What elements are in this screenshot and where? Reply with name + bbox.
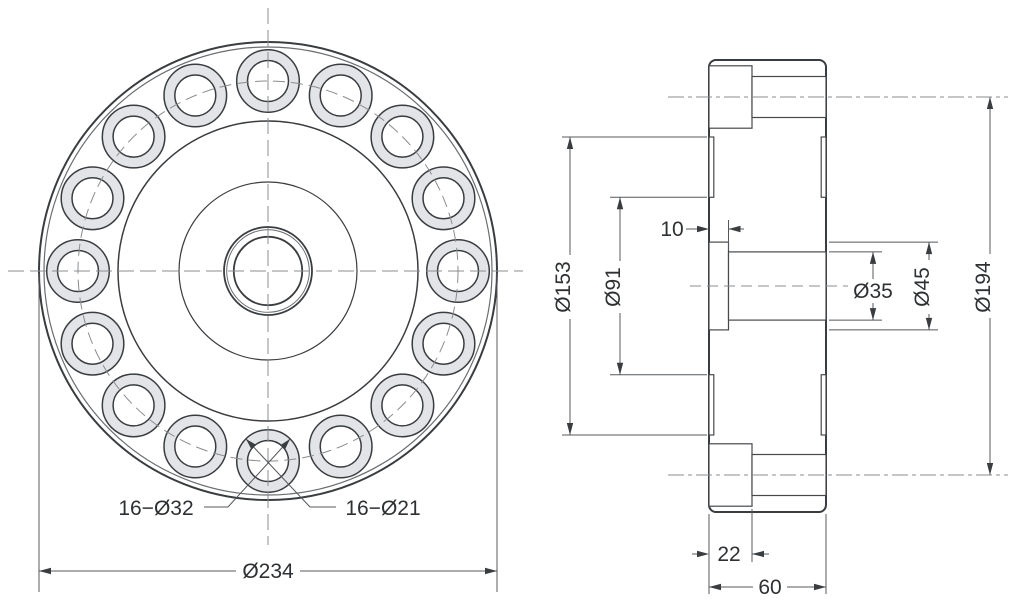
- bolt-hole: [308, 63, 373, 128]
- bore-recess-diameter-label: Ø45: [911, 267, 934, 307]
- dim-recess-depth: 10: [660, 218, 744, 250]
- face-recess-strip: [820, 374, 827, 436]
- dim-boss-diameter: Ø153: [552, 136, 707, 436]
- bolt-holes: [45, 48, 491, 494]
- recess-depth-label: 10: [660, 218, 683, 241]
- dimensions: Ø234 16−Ø32 16−Ø21 Ø153: [38, 97, 995, 599]
- dim-bolt-hole-leader: 16−Ø21: [245, 438, 421, 520]
- bolt-counterbore-label: 16−Ø32: [118, 497, 193, 520]
- dim-boss-inner-diameter: Ø91: [602, 196, 707, 376]
- dim-overall-width: 60: [709, 514, 827, 599]
- overall-width-label: 60: [758, 576, 781, 599]
- outer-diameter-label: Ø234: [242, 560, 294, 583]
- flange-thickness-label: 22: [717, 543, 740, 566]
- bore-diameter-label: Ø35: [853, 280, 893, 303]
- boss-diameter-label: Ø153: [552, 261, 575, 312]
- dim-bore-recess-diameter: Ø45: [829, 241, 938, 331]
- face-recess-strip: [708, 136, 715, 198]
- bolt-hole-label: 16−Ø21: [345, 497, 420, 520]
- dim-bolt-circle-diameter: Ø194: [972, 97, 995, 475]
- bolt-circle-diameter-label: Ø194: [972, 261, 995, 313]
- front-view: [8, 8, 523, 545]
- side-view-section: [668, 59, 1008, 513]
- boss-inner-diameter-label: Ø91: [602, 267, 625, 307]
- bolt-hole: [163, 414, 228, 479]
- face-recess-strip: [708, 374, 715, 436]
- bore-chamfer-ring: [223, 226, 313, 316]
- dim-flange-thickness: 22: [692, 509, 769, 594]
- dim-outer-diameter: Ø234: [38, 273, 498, 592]
- dim-bolt-counterbore-leader: 16−Ø32: [118, 438, 291, 520]
- face-recess-strip: [820, 136, 827, 198]
- dim-bore-diameter: Ø35: [829, 251, 893, 321]
- bolt-hole: [101, 373, 166, 438]
